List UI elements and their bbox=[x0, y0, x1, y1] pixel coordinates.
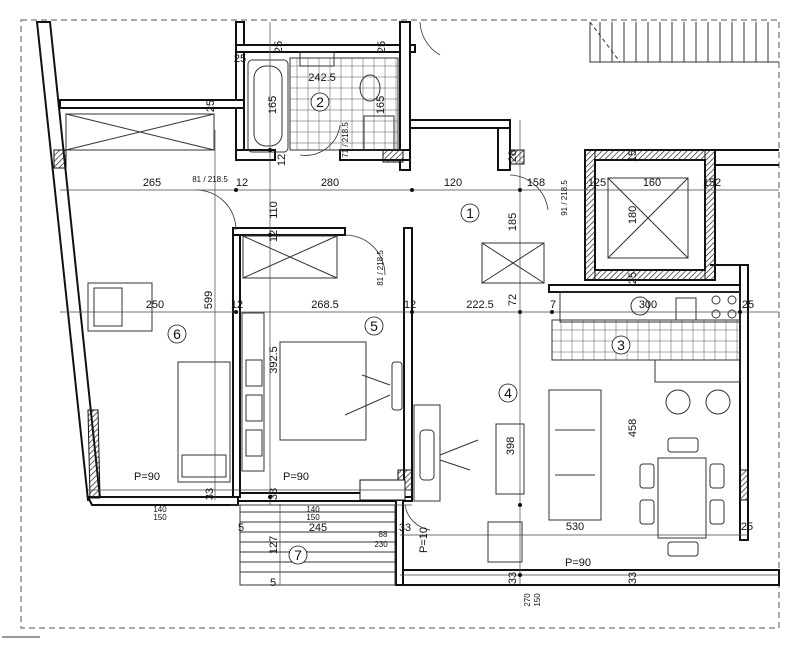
dim-25-top-1: 25 bbox=[234, 53, 246, 65]
dim-12-b: 12 bbox=[276, 154, 288, 166]
dim-33-a: 33 bbox=[204, 488, 216, 500]
room-marker-4 bbox=[498, 383, 518, 403]
dim-25-e: 25 bbox=[741, 521, 753, 533]
dim-15: 15 bbox=[627, 150, 639, 162]
dim-392-5: 392.5 bbox=[268, 346, 280, 374]
dim-25-c: 25 bbox=[742, 299, 754, 311]
room-marker-3 bbox=[611, 335, 631, 355]
dim-265: 265 bbox=[143, 177, 161, 189]
dim-160: 160 bbox=[643, 177, 661, 189]
room-number-2: 2 bbox=[316, 94, 324, 110]
dim-125: 125 bbox=[588, 177, 606, 189]
room-number-3: 3 bbox=[617, 337, 625, 353]
dim-33-d: 33 bbox=[507, 572, 519, 584]
wardrobes bbox=[65, 113, 689, 284]
dim-71: 71 / 218.5 bbox=[341, 122, 350, 158]
dim-245: 245 bbox=[309, 522, 327, 534]
dim-28: 28 bbox=[507, 150, 519, 162]
dim-250: 250 bbox=[146, 299, 164, 311]
dim-398: 398 bbox=[505, 437, 517, 455]
dim-88: 88 bbox=[379, 530, 388, 539]
room-labels: 1 2 3 4 5 6 7 bbox=[167, 92, 631, 565]
room-number-1: 1 bbox=[466, 205, 474, 221]
dim-12-d: 12 bbox=[231, 299, 243, 311]
dim-25-top-3: 25 bbox=[376, 41, 388, 53]
dim-270: 270 bbox=[523, 593, 532, 607]
dim-p90-c: P=90 bbox=[565, 557, 591, 569]
room-marker-7 bbox=[288, 545, 308, 565]
room-marker-6 bbox=[167, 324, 187, 344]
sheet-border bbox=[20, 19, 780, 629]
dim-12-c: 12 bbox=[268, 230, 280, 242]
dim-222-5: 222.5 bbox=[466, 299, 494, 311]
dim-152: 152 bbox=[703, 177, 721, 189]
dim-25-b: 25 bbox=[205, 100, 217, 112]
dim-300: 300 bbox=[639, 299, 657, 311]
dim-33-c: 33 bbox=[399, 522, 411, 534]
dim-158: 158 bbox=[527, 177, 545, 189]
dim-5-b: 5 bbox=[270, 577, 276, 589]
dim-25-top-2: 25 bbox=[273, 41, 285, 53]
dim-5-a: 5 bbox=[238, 522, 244, 534]
dim-180: 180 bbox=[627, 206, 639, 224]
dim-7: 7 bbox=[550, 299, 556, 311]
dim-p90-a: P=90 bbox=[134, 471, 160, 483]
dim-81-b: 81 / 218.5 bbox=[376, 250, 385, 286]
dim-91: 91 / 218.5 bbox=[560, 180, 569, 216]
exterior-walls bbox=[35, 21, 780, 586]
dim-280: 280 bbox=[321, 177, 339, 189]
dimension-lines bbox=[60, 22, 779, 585]
dim-185: 185 bbox=[507, 213, 519, 231]
dimension-ticks bbox=[234, 148, 742, 577]
room-marker-2 bbox=[310, 92, 330, 112]
room-marker-5 bbox=[364, 316, 384, 336]
dim-72: 72 bbox=[507, 294, 519, 306]
kitchen bbox=[551, 291, 741, 415]
dining-table bbox=[639, 437, 725, 557]
dim-150-a: 150 bbox=[153, 513, 167, 522]
dim-458: 458 bbox=[627, 419, 639, 437]
dim-12-e: 12 bbox=[404, 299, 416, 311]
dim-110: 110 bbox=[268, 201, 280, 219]
dim-268-5: 268.5 bbox=[311, 299, 339, 311]
dim-12-a: 12 bbox=[236, 177, 248, 189]
bedroom-furniture bbox=[241, 312, 403, 472]
dim-140-b: 140 bbox=[306, 505, 320, 514]
dim-242-5: 242.5 bbox=[308, 72, 336, 84]
room-marker-1 bbox=[460, 203, 480, 223]
dim-p10: P=10 bbox=[418, 527, 430, 553]
room6-furniture bbox=[87, 282, 231, 483]
dim-599: 599 bbox=[203, 291, 215, 309]
dim-33-e: 33 bbox=[627, 572, 639, 584]
room-number-6: 6 bbox=[173, 326, 181, 342]
dim-140-a: 140 bbox=[153, 505, 167, 514]
bathroom-fixtures bbox=[247, 51, 399, 153]
dim-150-c: 150 bbox=[533, 593, 542, 607]
staircase bbox=[589, 21, 779, 63]
dim-530: 530 bbox=[566, 521, 584, 533]
dim-150-b: 150 bbox=[306, 513, 320, 522]
dim-120: 120 bbox=[444, 177, 462, 189]
dim-33-b: 33 bbox=[268, 488, 280, 500]
dim-165-a: 165 bbox=[267, 96, 279, 114]
room-number-7: 7 bbox=[294, 547, 302, 563]
room-number-5: 5 bbox=[370, 318, 378, 334]
room-number-4: 4 bbox=[504, 385, 512, 401]
dim-p90-b: P=90 bbox=[283, 471, 309, 483]
dim-81-a: 81 / 218.5 bbox=[192, 175, 228, 184]
doors bbox=[195, 21, 549, 531]
dim-127: 127 bbox=[268, 536, 280, 554]
dim-165-b: 165 bbox=[375, 96, 387, 114]
dim-230: 230 bbox=[374, 540, 388, 549]
living-furniture bbox=[413, 389, 602, 563]
balcony bbox=[239, 504, 396, 586]
dimension-texts: 265 81 / 218.5 12 280 120 158 91 / 218.5… bbox=[134, 41, 754, 607]
structural-columns bbox=[53, 149, 749, 501]
dim-25-d: 25 bbox=[627, 272, 639, 284]
